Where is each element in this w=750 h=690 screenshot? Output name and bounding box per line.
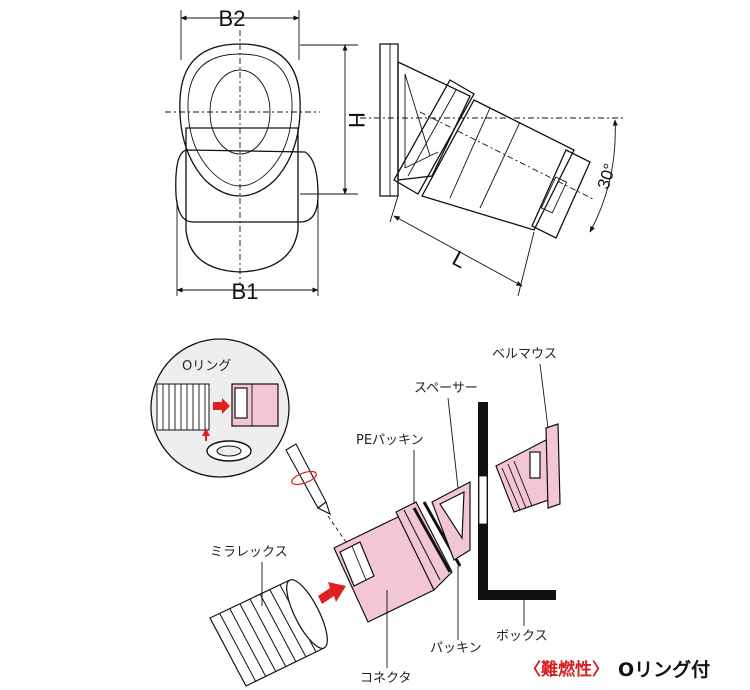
insert-arrow-icon <box>318 582 346 604</box>
connector-label: コネクタ <box>360 671 411 686</box>
connector-part <box>333 501 453 623</box>
box-label: ボックス <box>496 629 548 644</box>
bell-mouth-label: ベルマウス <box>492 347 557 362</box>
b1-dimension-label: B1 <box>232 279 259 304</box>
spacer-part <box>431 481 471 561</box>
bell-mouth-part <box>495 423 561 513</box>
o-ring-attached-label: Oリング付 <box>618 658 710 681</box>
box-wall <box>478 402 556 600</box>
b2-dimension-label: B2 <box>219 6 246 31</box>
o-ring-inset <box>150 338 290 478</box>
l-dimension-label: L <box>448 245 471 273</box>
front-view-drawing <box>165 10 358 296</box>
flame-retardant-label: 〈難燃性〉 <box>524 659 609 680</box>
angle-dimension-label: 30° <box>594 161 620 191</box>
pe-packing-label: PEパッキン <box>356 433 424 448</box>
side-view-drawing <box>360 43 625 297</box>
h-dimension-label: H <box>344 112 369 128</box>
packing-label: パッキン <box>430 641 482 656</box>
mirarex-label: ミラレックス <box>210 545 288 560</box>
mirarex-pipe <box>209 579 328 687</box>
screwdriver-icon <box>285 443 351 549</box>
o-ring-label: Oリング <box>182 359 231 374</box>
spacer-label: スペーサー <box>414 381 478 396</box>
